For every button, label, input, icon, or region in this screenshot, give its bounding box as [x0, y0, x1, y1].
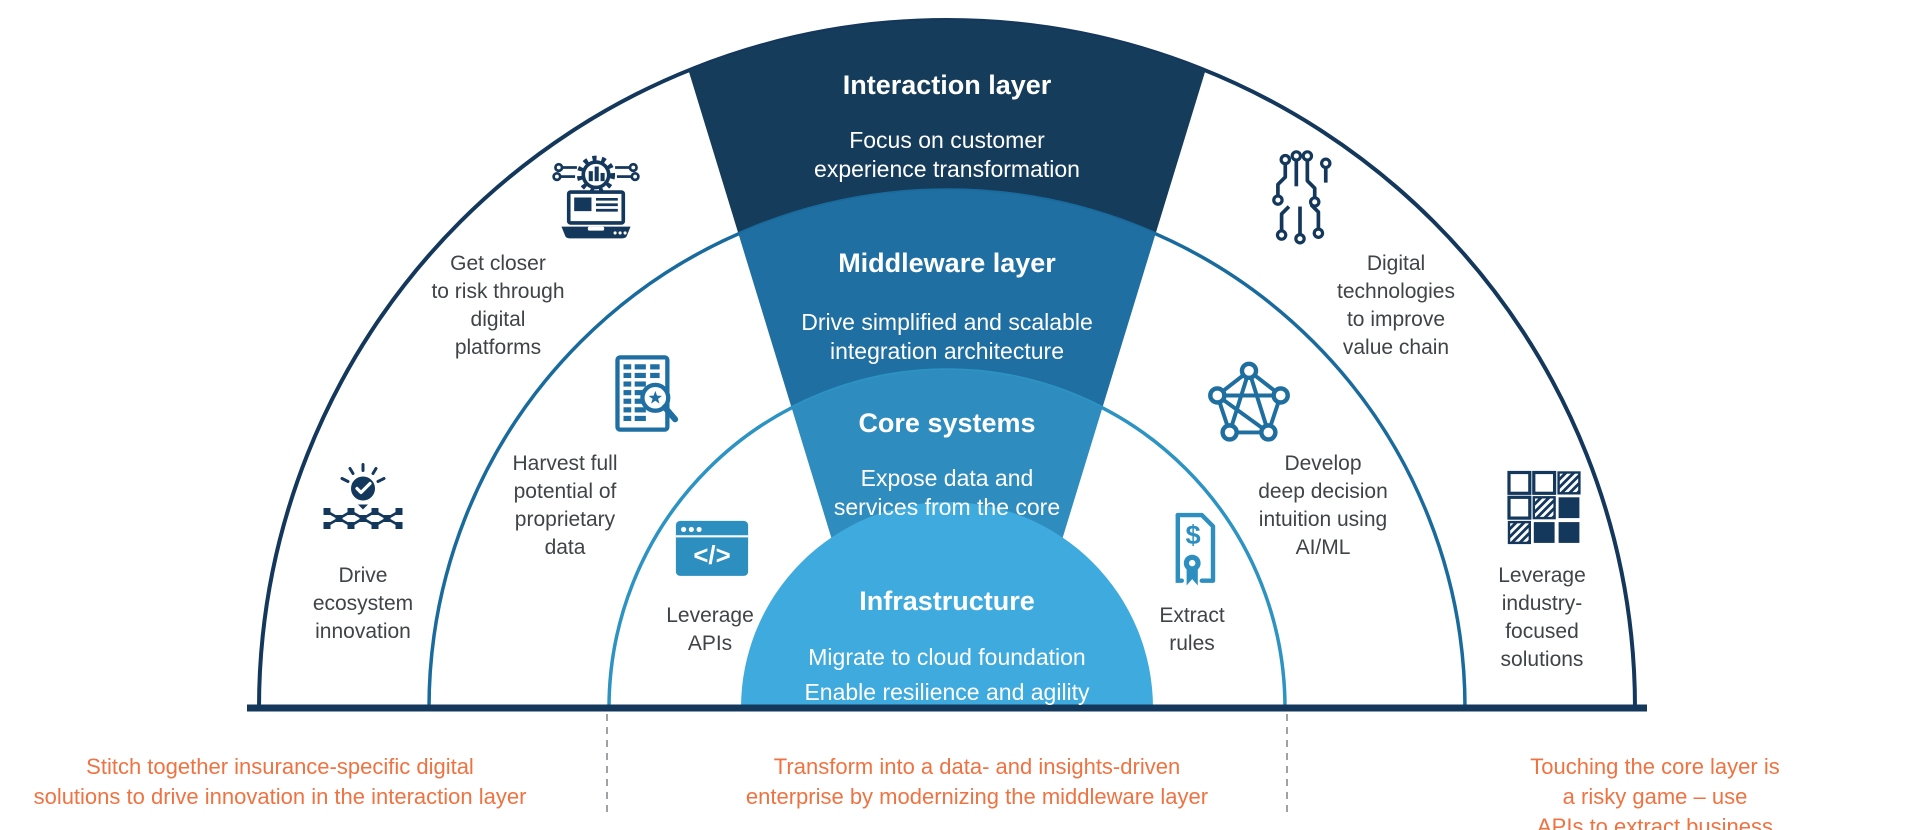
capability-label-digital-platforms: Get closer to risk through digital platf…: [431, 252, 565, 359]
middleware-wedge: [667, 190, 1227, 625]
capability-label-ai-ml: Develop deep decision intuition using AI…: [1258, 452, 1388, 559]
laptop-analytics-icon: [546, 151, 646, 250]
layer-infrastructure-text: Infrastructure Migrate to cloud foundati…: [804, 568, 1089, 728]
svg-text:$: $: [1185, 519, 1200, 550]
layer-title: Middleware layer: [838, 248, 1056, 278]
data-search-icon: [602, 350, 688, 443]
footnote-core: Touching the core layer is a risky game …: [1530, 754, 1780, 830]
grid-squares-icon: [1501, 465, 1581, 550]
document-dollar-icon: $: [1157, 505, 1229, 600]
layer-title: Interaction layer: [842, 70, 1052, 100]
layer-subtitle: Drive simplified and scalable integratio…: [801, 309, 1093, 364]
footnote-interaction: Stitch together insurance-specific digit…: [33, 754, 527, 809]
footnote-middleware: Transform into a data- and insights-driv…: [745, 754, 1209, 809]
layer-title: Infrastructure: [859, 586, 1035, 616]
layer-title: Core systems: [858, 408, 1036, 438]
baseline-mask: [0, 710, 1920, 830]
layer-interaction-text: Interaction layer Focus on customer expe…: [814, 52, 1080, 202]
layer-subtitle: Focus on customer experience transformat…: [814, 127, 1080, 182]
code-window-icon: </>: [669, 508, 755, 593]
circuit-icon: [1254, 147, 1346, 250]
capability-label-leverage-apis: Leverage APIs: [666, 604, 754, 655]
layer-middleware-text: Middleware layer Drive simplified and sc…: [801, 230, 1092, 384]
idea-network-icon: [313, 461, 413, 556]
capability-label-value-chain: Digital technologies to improve value ch…: [1337, 252, 1455, 359]
capability-label-extract-rules: Extract rules: [1159, 604, 1225, 655]
capability-label-proprietary-data: Harvest full potential of proprietary da…: [512, 452, 618, 559]
svg-text:</>: </>: [693, 542, 730, 570]
layer-subtitle: Expose data and services from the core: [833, 465, 1061, 520]
layer-subtitle: Migrate to cloud foundation Enable resil…: [804, 644, 1090, 705]
layer-core-text: Core systems Expose data and services fr…: [834, 390, 1060, 540]
network-graph-icon: [1205, 359, 1293, 452]
capability-label-industry-solutions: Leverage industry- focused solutions: [1498, 564, 1586, 671]
capability-label-ecosystem-innovation: Drive ecosystem innovation: [312, 564, 414, 643]
